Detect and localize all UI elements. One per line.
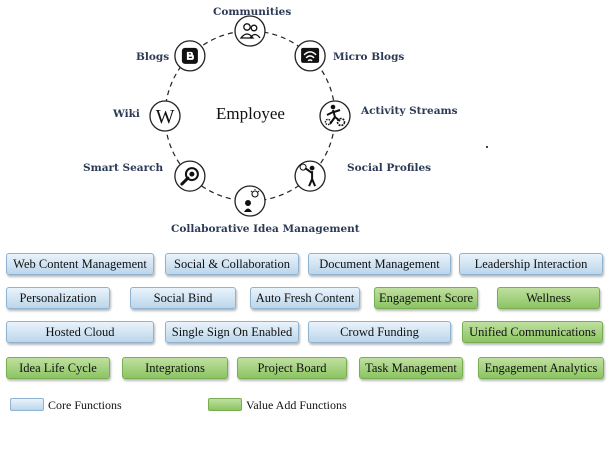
node-label-micro-blogs: Micro Blogs (333, 51, 405, 63)
node-presenter (294, 160, 326, 192)
node-label-blogs: Blogs (136, 51, 170, 63)
function-box-value: Task Management (359, 357, 463, 379)
stray-dot (486, 146, 488, 148)
node-label-activity-streams: Activity Streams (361, 105, 458, 117)
node-wifi-screen (294, 40, 326, 72)
employee-network-diagram: W (149, 15, 351, 217)
node-lightbulb-thinker (234, 185, 266, 217)
function-box-value: Integrations (122, 357, 228, 379)
function-box-core: Web Content Management (6, 253, 154, 275)
presenter-icon (299, 163, 317, 187)
legend-core-swatch (10, 398, 44, 411)
function-box-value: Project Board (237, 357, 347, 379)
function-box-core: Leadership Interaction (459, 253, 603, 275)
function-box-value: Engagement Score (374, 287, 478, 309)
running-person-gears-icon (324, 104, 346, 127)
function-box-core: Single Sign On Enabled (165, 321, 299, 343)
wikipedia-icon: W (156, 106, 175, 128)
node-circle (149, 100, 181, 132)
lightbulb-thinker-icon (244, 189, 260, 212)
function-box-core: Personalization (6, 287, 110, 309)
node-blogger (174, 40, 206, 72)
magnifier-icon (180, 167, 199, 186)
function-box-core: Crowd Funding (308, 321, 451, 343)
function-box-core: Social & Collaboration (165, 253, 299, 275)
legend-value-swatch (208, 398, 242, 411)
function-box-value: Wellness (497, 287, 600, 309)
function-box-value: Unified Communications (462, 321, 603, 343)
function-box-value: Idea Life Cycle (6, 357, 110, 379)
wifi-screen-icon (301, 47, 320, 63)
node-circle (294, 160, 326, 192)
function-box-core: Hosted Cloud (6, 321, 154, 343)
node-running-person-gears (319, 100, 351, 132)
node-label-communities: Communities (213, 6, 292, 18)
node-label-collaborative-idea-management: Collaborative Idea Management (171, 223, 360, 235)
function-box-core: Social Bind (130, 287, 236, 309)
node-label-smart-search: Smart Search (83, 162, 164, 174)
legend-value-label: Value Add Functions (246, 398, 347, 412)
node-wikipedia: W (149, 100, 181, 132)
node-magnifier (174, 160, 206, 192)
svg-text:W: W (156, 106, 175, 128)
node-circle (234, 15, 266, 47)
node-label-social-profiles: Social Profiles (347, 162, 432, 174)
blogger-icon (181, 47, 198, 64)
legend-core-label: Core Functions (48, 398, 122, 412)
function-box-core: Auto Fresh Content (250, 287, 360, 309)
node-circle (174, 160, 206, 192)
function-box-core: Document Management (308, 253, 451, 275)
function-box-value: Engagement Analytics (478, 357, 604, 379)
node-users (234, 15, 266, 47)
node-label-wiki: Wiki (113, 108, 140, 120)
users-icon (239, 23, 261, 39)
center-label-employee: Employee (216, 104, 285, 123)
